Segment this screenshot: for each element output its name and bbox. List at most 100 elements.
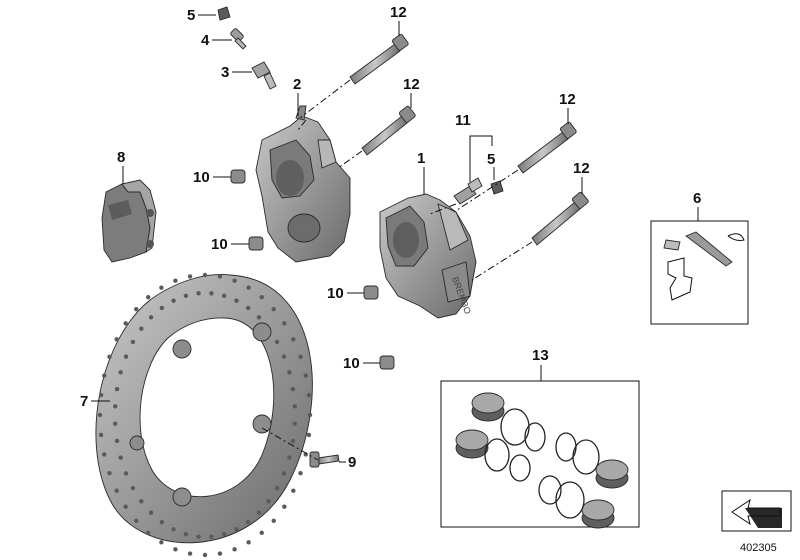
drill-hole (171, 527, 176, 532)
piston-kit-parts (455, 392, 629, 529)
callout-4: 4 (201, 32, 210, 49)
bushings (230, 169, 395, 370)
screw-3 (251, 61, 277, 90)
pin-kit-box (650, 220, 749, 325)
callouts: 5 4 3 2 12 12 12 12 11 5 1 8 10 10 10 10 (80, 4, 701, 471)
drill-hole (139, 326, 144, 331)
drill-hole (187, 551, 193, 556)
drill-hole (217, 274, 223, 279)
bushing-10-d (379, 355, 395, 370)
drill-hole (234, 527, 239, 532)
drill-hole (123, 471, 129, 476)
drill-hole (234, 298, 239, 303)
drill-hole (306, 432, 312, 438)
drill-hole (173, 547, 178, 552)
drill-hole (246, 285, 251, 290)
disc-drill-holes (97, 272, 313, 558)
drill-hole (102, 452, 107, 457)
cap-5-upper (217, 6, 231, 21)
drill-hole (291, 337, 296, 342)
drill-hole (221, 293, 227, 298)
bolt-12-c (517, 121, 577, 174)
drill-hole (196, 291, 201, 296)
callout-13: 13 (532, 347, 549, 364)
drill-hole (159, 305, 165, 311)
drill-hole (114, 386, 120, 392)
callout-6: 6 (693, 190, 701, 207)
drill-hole (287, 370, 292, 375)
drill-hole (171, 298, 176, 303)
drill-hole (292, 421, 297, 426)
drill-hole (306, 392, 312, 398)
bleed-screw-4 (230, 28, 247, 50)
drill-hole (98, 392, 104, 398)
drill-hole (146, 530, 151, 535)
drill-hole (146, 295, 151, 300)
drill-hole (217, 551, 223, 556)
drill-hole (290, 438, 296, 444)
drill-hole (259, 530, 264, 535)
piston-top (595, 459, 629, 481)
callout-5-upper: 5 (187, 7, 195, 24)
piston-top (455, 429, 489, 451)
drill-hole (303, 373, 308, 378)
drill-hole (107, 354, 112, 360)
caliper-right: BREMBO (379, 193, 477, 319)
bolt-12-d (531, 191, 589, 246)
drill-hole (130, 339, 136, 345)
seal-ring (538, 475, 562, 505)
drill-hole (221, 532, 227, 537)
drill-hole (118, 370, 123, 375)
bleed-parts-upper (217, 6, 277, 90)
drill-hole (259, 295, 264, 300)
drill-hole (274, 339, 280, 345)
seal-ring (555, 481, 585, 519)
seal-ring (500, 408, 530, 446)
seal-ring (484, 438, 510, 472)
drill-hole (98, 432, 104, 438)
drill-hole (130, 485, 136, 491)
drill-hole (209, 291, 214, 296)
drill-hole (114, 337, 119, 342)
callout-12-a: 12 (390, 4, 407, 21)
callout-10-a: 10 (193, 169, 210, 186)
drill-hole (183, 293, 189, 298)
callout-12-b: 12 (403, 76, 420, 93)
drill-hole (282, 504, 287, 509)
seal-ring (509, 454, 531, 482)
bushing-10-b (248, 236, 264, 251)
bushing-10-c (363, 285, 379, 300)
drill-hole (148, 315, 154, 320)
drill-hole (281, 471, 287, 476)
drill-hole (298, 354, 303, 360)
drill-hole (102, 373, 107, 378)
drill-hole (159, 285, 164, 290)
callout-1: 1 (417, 150, 425, 167)
callout-7: 7 (80, 393, 88, 410)
assembly-lines (261, 79, 533, 461)
drill-hole (246, 540, 251, 545)
callout-10-b: 10 (211, 236, 228, 253)
drill-hole (291, 488, 296, 493)
drill-hole (256, 315, 262, 320)
drill-hole (118, 455, 123, 460)
diagram-number: 402305 (740, 542, 777, 554)
callout-9: 9 (348, 454, 356, 471)
drill-hole (107, 470, 112, 476)
drill-hole (232, 278, 237, 283)
piston-top (581, 499, 615, 521)
drill-hole (187, 274, 193, 279)
drill-hole (123, 354, 129, 359)
drill-hole (196, 534, 201, 539)
drill-hole (173, 278, 178, 283)
drill-hole (307, 412, 313, 418)
drill-hole (97, 412, 103, 418)
callout-12-d: 12 (573, 160, 590, 177)
callout-10-d: 10 (343, 355, 360, 372)
drill-hole (202, 552, 208, 558)
callout-5-right: 5 (487, 151, 495, 168)
drill-hole (123, 321, 128, 326)
drill-hole (114, 438, 120, 444)
caliper-left (255, 105, 351, 263)
